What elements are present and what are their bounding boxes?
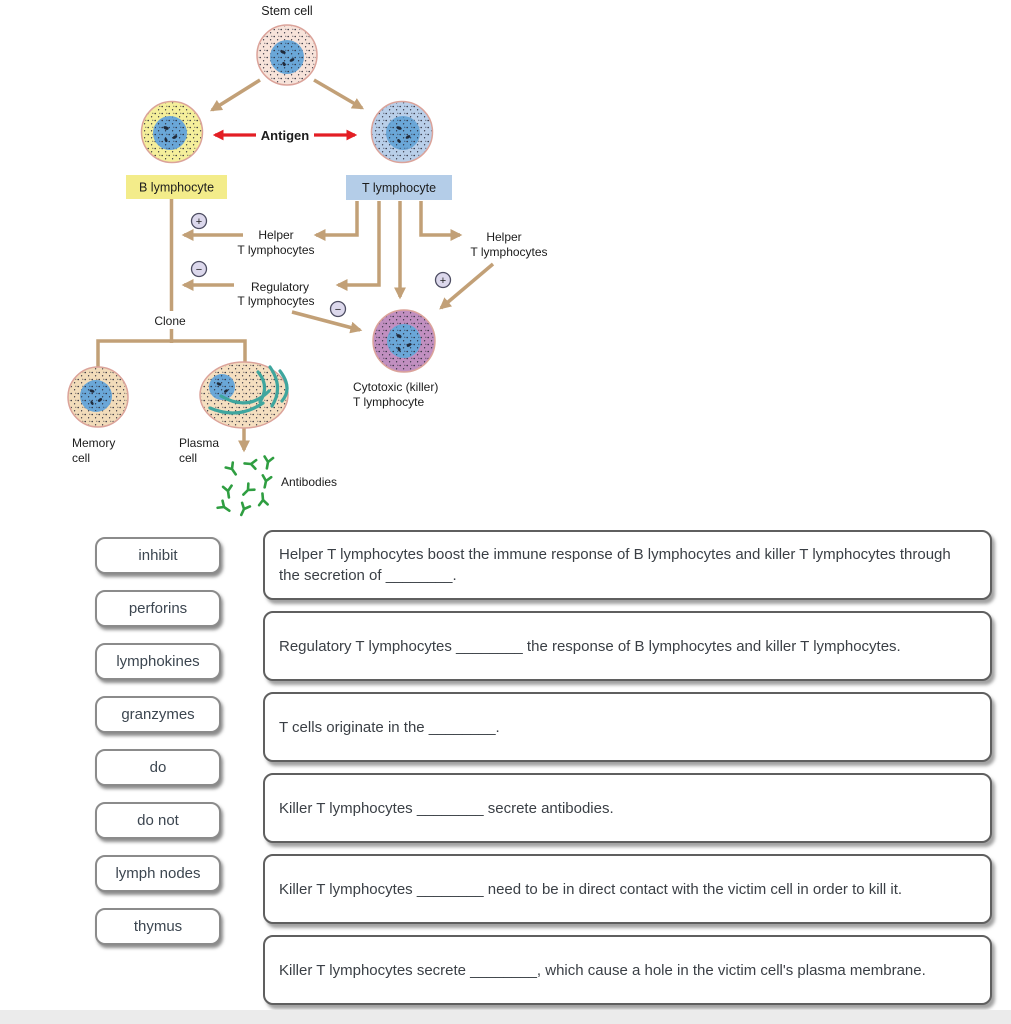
cytotoxic-label-line1: Cytotoxic (killer) [353, 380, 438, 394]
t-line-to-helper-right [419, 201, 463, 241]
helper-right-label-line1: Helper [486, 230, 521, 244]
antibody-icon [221, 484, 233, 499]
stem-cell-label: Stem cell [261, 4, 312, 18]
b-lymphocyte-label: B lymphocyte [139, 181, 214, 195]
endoplasmic-reticulum [208, 365, 289, 415]
clone-branch [96, 339, 247, 367]
regulatory-label-line2: T lymphocytes [237, 294, 314, 308]
word-chip-granzymes[interactable]: granzymes [95, 696, 221, 733]
immunology-diagram: + − − + Stem cell Antigen B l [67, 4, 548, 517]
antibody-icon [216, 499, 231, 513]
b-lymphocyte-cell [140, 100, 204, 164]
plus-sign: + [196, 216, 202, 228]
arrow-regulatory-to-killer [291, 310, 363, 334]
diagram-connectors [96, 78, 495, 453]
question-box-killer-secrete-antibodies[interactable]: Killer T lymphocytes ________ secrete an… [263, 773, 992, 843]
antibody-icon [242, 482, 256, 496]
clone-label: Clone [154, 314, 186, 328]
question-box-regulatory-response[interactable]: Regulatory T lymphocytes ________ the re… [263, 611, 992, 681]
plus-badge-helper-left: + [190, 212, 208, 230]
arrow-stem-to-t [313, 78, 365, 110]
word-bank: inhibit perforins lymphokines granzymes … [95, 537, 221, 945]
word-chip-inhibit[interactable]: inhibit [95, 537, 221, 574]
t-lymphocyte-label-box [346, 175, 452, 200]
minus-badge-regulatory-left: − [190, 260, 208, 278]
question-text: Regulatory T lymphocytes ________ the re… [279, 637, 901, 655]
question-box-killer-direct-contact[interactable]: Killer T lymphocytes ________ need to be… [263, 854, 992, 924]
plasma-cell-label-line2: cell [179, 451, 197, 465]
helper-left-label-line1: Helper [258, 228, 293, 242]
word-chip-do[interactable]: do [95, 749, 221, 786]
helper-left-label-line2: T lymphocytes [237, 243, 314, 257]
antibody-icon [243, 458, 258, 471]
cytotoxic-killer-cell [372, 309, 436, 373]
t-line-to-regulatory [335, 201, 381, 291]
antibodies-label: Antibodies [281, 475, 337, 489]
question-text: Killer T lymphocytes ________ secrete an… [279, 799, 614, 817]
stem-cell [256, 24, 318, 86]
word-chip-thymus[interactable]: thymus [95, 908, 221, 945]
word-chip-lymph-nodes[interactable]: lymph nodes [95, 855, 221, 892]
plus-sign: + [440, 275, 446, 287]
question-box-t-cells-originate[interactable]: T cells originate in the ________. [263, 692, 992, 762]
memory-cell [67, 366, 129, 428]
arrow-stem-to-b [209, 78, 261, 112]
memory-cell-label-line1: Memory [72, 436, 115, 450]
plasma-cell [199, 361, 289, 429]
antibody-icon [263, 455, 275, 470]
t-lymphocyte-cell [370, 100, 434, 164]
word-chip-perforins[interactable]: perforins [95, 590, 221, 627]
question-text: Killer T lymphocytes ________ need to be… [279, 880, 903, 898]
t-line-to-helper-left [313, 201, 359, 241]
arrow-helper-right-to-killer [439, 262, 495, 310]
question-box-killer-secrete-hole[interactable]: Killer T lymphocytes secrete ________, w… [263, 935, 992, 1005]
t-lymphocyte-label: T lymphocyte [362, 181, 436, 195]
regulatory-label-line1: Regulatory [251, 280, 309, 294]
word-chip-do-not[interactable]: do not [95, 802, 221, 839]
antibody-icon [257, 492, 270, 507]
minus-sign: − [196, 264, 202, 276]
plasma-cell-label-line1: Plasma [179, 436, 219, 450]
antigen-label: Antigen [261, 128, 309, 143]
memory-cell-label-line2: cell [72, 451, 90, 465]
plus-badge-helper-killer: + [434, 271, 452, 289]
antibody-icon [239, 501, 252, 517]
questions-list: Helper T lymphocytes boost the immune re… [263, 530, 992, 1005]
question-text: T cells originate in the ________. [279, 718, 500, 736]
antibody-icon [224, 461, 238, 476]
cytotoxic-label-line2: T lymphocyte [353, 395, 424, 409]
question-box-helper-secretion[interactable]: Helper T lymphocytes boost the immune re… [263, 530, 992, 600]
question-text: Killer T lymphocytes secrete ________, w… [279, 961, 926, 979]
footer-strip [0, 1010, 1011, 1024]
antibody-icon [261, 474, 273, 489]
helper-right-label-line2: T lymphocytes [470, 245, 547, 259]
minus-badge-regulatory-killer: − [329, 300, 347, 318]
question-text: Helper T lymphocytes boost the immune re… [279, 546, 951, 584]
word-chip-lymphokines[interactable]: lymphokines [95, 643, 221, 680]
antibodies-icons [216, 455, 275, 517]
b-lymphocyte-label-box [126, 175, 227, 199]
minus-sign: − [335, 304, 341, 316]
